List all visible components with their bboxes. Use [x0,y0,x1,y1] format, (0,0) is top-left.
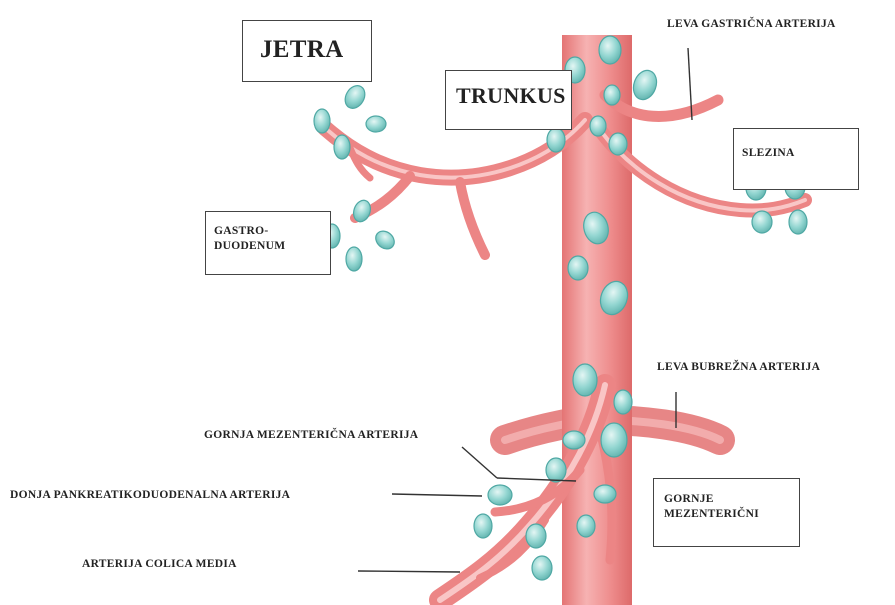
gastroduodenum-label-line1: GASTRO- [214,224,269,238]
lymph-node [604,85,620,105]
lymph-node [630,67,661,103]
trunkus-label: TRUNKUS [456,83,566,109]
leva-bubrezna-label: LEVA BUBREŽNA ARTERIJA [657,360,820,374]
lymph-node [568,256,588,280]
lymph-node [599,36,621,64]
donja-pankreatikoduodenalna-label: DONJA PANKREATIKODUODENALNA ARTERIJA [10,488,290,502]
lymph-node [366,116,386,132]
lymph-node [346,247,362,271]
gornje-label-line1: GORNJE [664,492,714,506]
lymph-node [614,390,632,414]
lymph-node [334,135,350,159]
lymph-node [474,514,492,538]
gornje-label-line2: MEZENTERIČNI [664,507,759,521]
leader-superior-mesenteric [462,447,497,478]
lymph-node [563,431,585,449]
lymph-node [789,210,807,234]
lymph-node [546,458,566,482]
lymph-node [526,524,546,548]
lymph-node [590,116,606,136]
lymph-node [752,211,772,233]
leader-colica-media [358,571,460,572]
gornja-mezenterična-label: GORNJA MEZENTERIČNA ARTERIJA [204,428,418,442]
gastroduodenum-label-line2: DUODENUM [214,239,285,253]
lymph-node [577,515,595,537]
lymph-node [372,227,398,252]
lymph-node [488,485,512,505]
leader-inferior-pancreaticoduodenal [392,494,482,496]
lymph-node [532,556,552,580]
lymph-node [609,133,627,155]
hepatic-subbranch [460,182,485,255]
lymph-node [547,128,565,152]
slezina-label: SLEZINA [742,146,795,160]
lymph-node [573,364,597,396]
lymph-node [601,423,627,457]
leva-gastricna-label: LEVA GASTRIČNA ARTERIJA [667,17,836,31]
lymph-node [341,82,369,112]
lymph-node [594,485,616,503]
lymph-node [314,109,330,133]
colica-media-label: ARTERIJA COLICA MEDIA [82,557,237,571]
jetra-label: JETRA [260,36,343,64]
